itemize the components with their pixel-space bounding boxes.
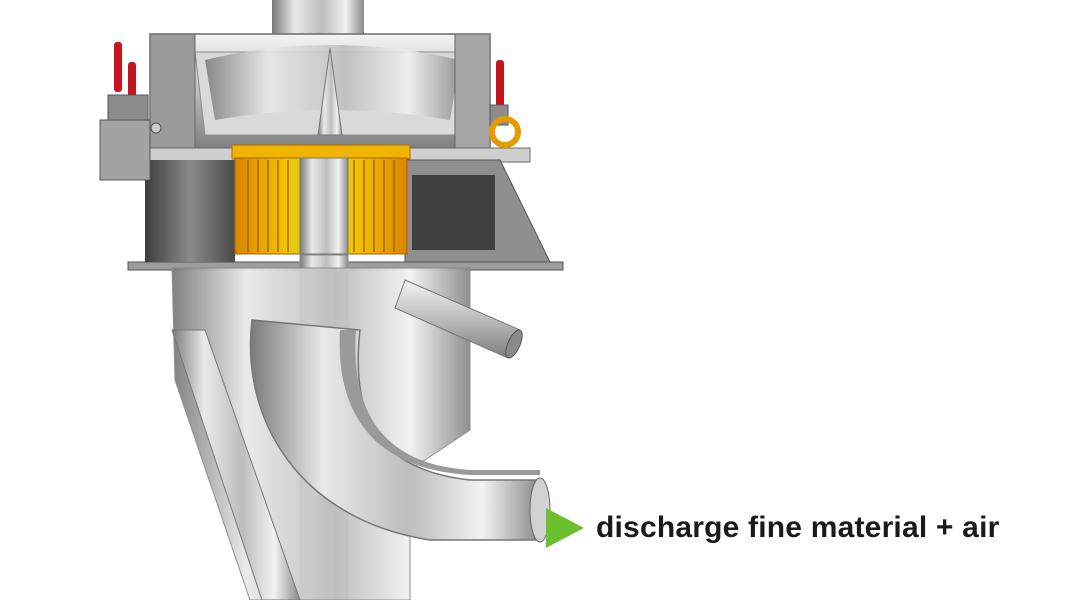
central-cone [317, 47, 343, 136]
left-support [171, 329, 301, 600]
rotor-casing [145, 159, 551, 263]
classifier-rotor [231, 144, 411, 255]
arrow-right-icon [546, 508, 584, 548]
callout-label: discharge fine material + air [596, 511, 1000, 544]
top-shaft [272, 0, 364, 34]
right-clamp [489, 60, 521, 148]
discharge-callout: discharge fine material + air [546, 508, 999, 548]
inlet-side-pipe-end [505, 329, 523, 359]
left-clamp [99, 42, 162, 181]
